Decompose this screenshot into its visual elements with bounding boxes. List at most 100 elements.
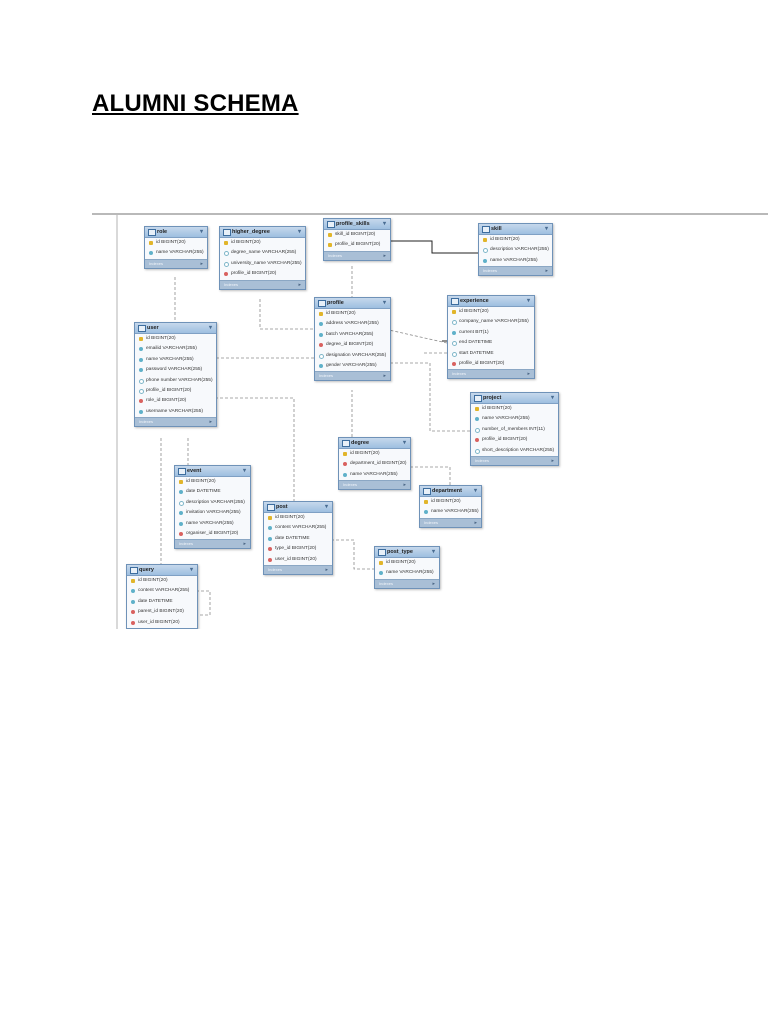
chevron-down-icon[interactable]: ▾ (324, 504, 328, 510)
table-skill[interactable]: skill ▾ id BIGINT(20) description VARCHAR… (478, 223, 553, 277)
table-experience[interactable]: experience▾ id BIGINT(20) company_name V… (447, 295, 535, 380)
table-indexes-footer[interactable]: Indexes▸ (471, 455, 558, 465)
table-post-type[interactable]: post_type▾ id BIGINT(20) name VARCHAR(25… (374, 546, 440, 589)
key-icon (379, 561, 383, 565)
table-indexes-footer[interactable]: Indexes▸ (420, 517, 481, 527)
chevron-right-icon: ▸ (325, 566, 328, 573)
diagram-top-border (92, 213, 768, 215)
column-diamond-icon (268, 526, 272, 531)
table-degree[interactable]: degree▾ id BIGINT(20) department_id BIGI… (338, 437, 411, 491)
chevron-down-icon[interactable]: ▾ (208, 325, 212, 331)
fk-diamond-icon (131, 610, 135, 615)
table-indexes-footer[interactable]: Indexes▸ (315, 371, 390, 381)
table-icon (474, 395, 482, 402)
chevron-down-icon[interactable]: ▾ (544, 226, 548, 232)
column-diamond-icon (131, 589, 135, 594)
column-diamond-icon (139, 368, 143, 373)
column-row: id BIGINT(20) (471, 404, 558, 414)
table-indexes-footer[interactable]: Indexes▸ (145, 258, 207, 268)
key-icon (328, 243, 332, 248)
chevron-right-icon: ▸ (545, 268, 548, 275)
column-diamond-icon (139, 357, 143, 362)
column-row: role_id BIGINT(20) (135, 396, 216, 406)
key-icon (475, 407, 479, 411)
table-indexes-footer[interactable]: Indexes▸ (448, 369, 534, 379)
table-indexes-footer[interactable]: Indexes▸ (324, 250, 390, 260)
table-indexes-footer[interactable]: Indexes▸ (479, 266, 552, 276)
table-indexes-footer[interactable]: Indexes▸ (220, 279, 305, 289)
key-icon (483, 238, 487, 242)
column-diamond-icon (224, 251, 229, 257)
chevron-down-icon[interactable]: ▾ (297, 229, 301, 235)
table-role[interactable]: role▾ id BIGINT(20) name VARCHAR(255) In… (144, 226, 208, 269)
fk-diamond-icon (343, 462, 347, 467)
chevron-right-icon: ▸ (403, 482, 406, 489)
fk-diamond-icon (179, 531, 183, 536)
chevron-down-icon[interactable]: ▾ (242, 468, 246, 474)
table-query[interactable]: query▾ id BIGINT(20) content VARCHAR(255… (126, 564, 198, 629)
column-row: number_of_members INT(11) (471, 425, 558, 435)
column-diamond-icon (139, 409, 143, 414)
chevron-down-icon[interactable]: ▾ (199, 229, 203, 235)
table-project[interactable]: project▾ id BIGINT(20) name VARCHAR(255)… (470, 392, 559, 466)
key-icon (343, 452, 347, 456)
column-row: emailid VARCHAR(255) (135, 344, 216, 354)
column-row: description VARCHAR(255) (479, 245, 552, 255)
chevron-down-icon[interactable]: ▾ (550, 395, 554, 401)
table-indexes-footer[interactable]: Indexes▸ (135, 417, 216, 427)
table-indexes-footer[interactable]: Indexes▸ (264, 564, 332, 574)
chevron-down-icon[interactable]: ▾ (382, 300, 386, 306)
column-row: name VARCHAR(255) (375, 568, 439, 578)
column-row: address VARCHAR(255) (315, 319, 390, 329)
column-row: content VARCHAR(255) (264, 523, 332, 533)
column-diamond-icon (319, 322, 323, 327)
table-event[interactable]: event▾ id BIGINT(20) date DATETIME descr… (174, 465, 251, 550)
column-diamond-icon (139, 388, 144, 394)
table-profile-skills[interactable]: profile_skills▾ skill_id BIGINT(20) prof… (323, 218, 391, 261)
column-row: username VARCHAR(255) (135, 407, 216, 417)
table-user[interactable]: user▾ id BIGINT(20) emailid VARCHAR(255)… (134, 322, 217, 428)
column-row: type_id BIGINT(20) (264, 544, 332, 554)
table-profile[interactable]: profile▾ id BIGINT(20) address VARCHAR(2… (314, 297, 391, 382)
table-skill-title: skill (491, 226, 502, 232)
fk-diamond-icon (224, 272, 228, 277)
fk-diamond-icon (131, 620, 135, 625)
chevron-down-icon[interactable]: ▾ (402, 440, 406, 446)
chevron-down-icon[interactable]: ▾ (473, 488, 477, 494)
column-row: profile_id BIGINT(20) (135, 386, 216, 396)
table-department[interactable]: department▾ id BIGINT(20) name VARCHAR(2… (419, 485, 482, 528)
column-row: id BIGINT(20) (420, 497, 481, 507)
table-icon (130, 567, 138, 574)
column-row: date DATETIME (127, 597, 197, 607)
column-diamond-icon (268, 536, 272, 541)
column-diamond-icon (475, 427, 480, 433)
table-indexes-footer[interactable]: Indexes▸ (339, 480, 410, 490)
column-diamond-icon (319, 363, 323, 368)
document-title: ALUMNI SCHEMA (92, 90, 299, 117)
table-indexes-footer[interactable]: Indexes▸ (175, 539, 250, 549)
diagram-left-border (116, 215, 118, 629)
table-higher-degree[interactable]: higher_degree▾ id BIGINT(20) degree_name… (219, 226, 306, 290)
chevron-down-icon[interactable]: ▾ (526, 298, 530, 304)
key-icon (424, 500, 428, 504)
chevron-right-icon: ▸ (527, 371, 530, 378)
key-icon (452, 310, 456, 314)
table-icon (318, 300, 326, 307)
column-row: name VARCHAR(255) (339, 470, 410, 480)
column-diamond-icon (131, 599, 135, 604)
column-row: id BIGINT(20) (479, 235, 552, 245)
table-indexes-footer[interactable]: Indexes▸ (375, 578, 439, 588)
key-icon (268, 516, 272, 520)
column-row: profile_id BIGINT(20) (220, 269, 305, 279)
column-diamond-icon (179, 521, 183, 526)
table-icon (138, 325, 146, 332)
table-icon (378, 549, 386, 556)
chevron-down-icon[interactable]: ▾ (382, 221, 386, 227)
column-row: id BIGINT(20) (264, 513, 332, 523)
column-row: department_id BIGINT(20) (339, 459, 410, 469)
table-post[interactable]: post▾ id BIGINT(20) content VARCHAR(255)… (263, 501, 333, 575)
chevron-down-icon[interactable]: ▾ (189, 567, 193, 573)
chevron-down-icon[interactable]: ▾ (431, 549, 435, 555)
table-query-title: query (139, 567, 154, 573)
rel-higher-degree-profile (259, 299, 314, 330)
